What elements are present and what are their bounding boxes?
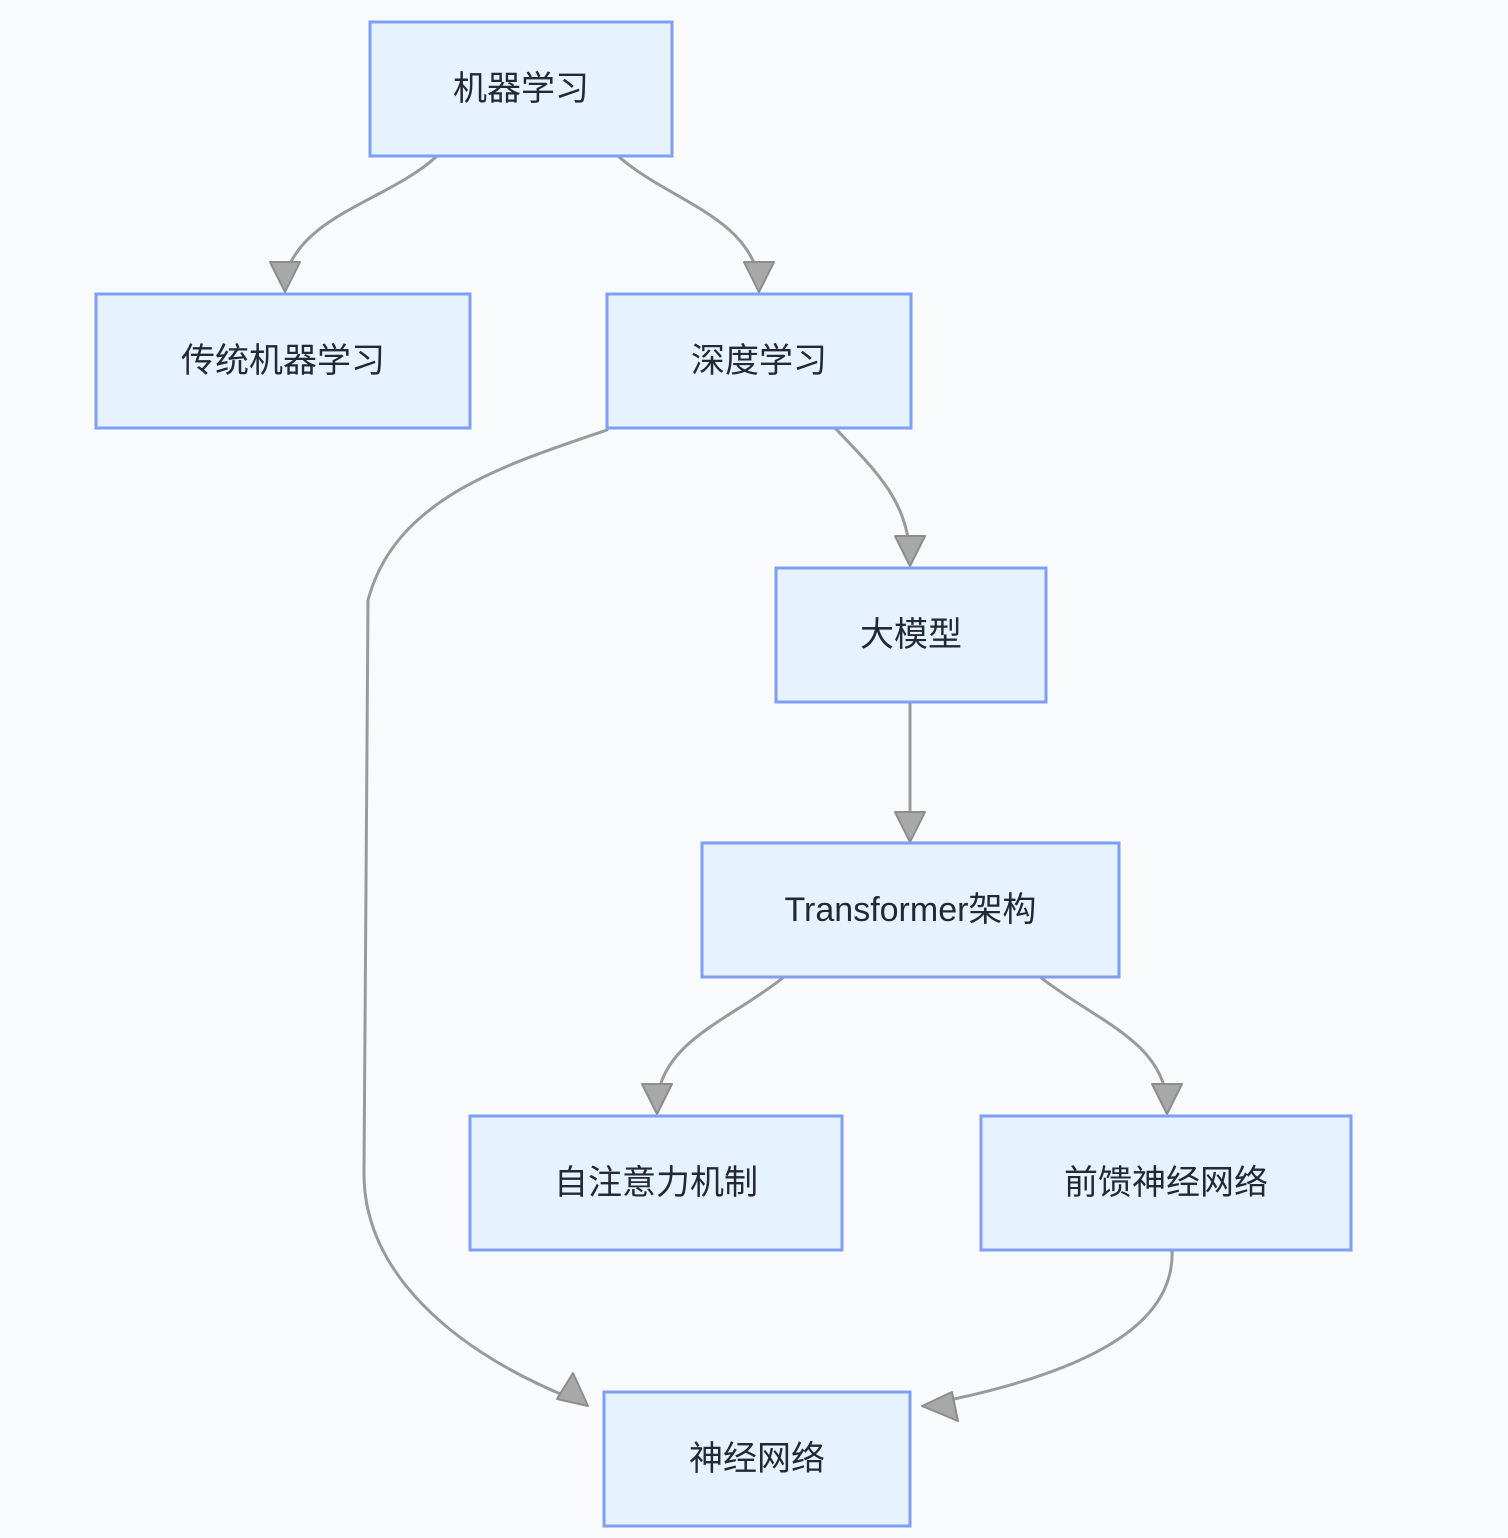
node-traditional-ml[interactable]: 传统机器学习 <box>94 292 472 430</box>
node-box[interactable] <box>774 566 1048 704</box>
edge-line <box>833 426 912 554</box>
edge-feed-forward-to-neural <box>921 1248 1174 1422</box>
node-ml[interactable]: 机器学习 <box>368 20 674 158</box>
edge-transformer-to-self-attention <box>641 975 786 1115</box>
node-box[interactable] <box>602 1390 912 1528</box>
edge-ml-to-traditional <box>269 154 439 293</box>
arrowhead-icon <box>743 261 775 293</box>
node-box[interactable] <box>979 1114 1353 1252</box>
edge-transformer-to-feed-forward <box>1038 975 1183 1115</box>
edge-line <box>1038 975 1169 1102</box>
edge-line <box>283 154 439 280</box>
edge-deep-to-large <box>833 426 926 567</box>
edge-large-to-transformer <box>894 700 926 843</box>
node-large-model[interactable]: 大模型 <box>774 566 1048 704</box>
edge-deep-to-neural <box>362 428 609 1407</box>
arrowhead-icon <box>894 811 926 843</box>
node-box[interactable] <box>468 1114 844 1252</box>
node-feed-forward[interactable]: 前馈神经网络 <box>979 1114 1353 1252</box>
arrowhead-icon <box>894 535 926 567</box>
edge-layer <box>269 154 1183 1422</box>
arrowhead-icon <box>269 261 301 293</box>
edge-line <box>616 154 761 280</box>
node-self-attention[interactable]: 自注意力机制 <box>468 1114 844 1252</box>
node-layer: 机器学习传统机器学习深度学习大模型 Transformer架构自注意力机制前馈神经… <box>94 20 1353 1528</box>
node-box[interactable] <box>368 20 674 158</box>
node-transformer[interactable]: Transformer架构 <box>700 841 1121 979</box>
arrowhead-icon <box>556 1372 589 1407</box>
arrowhead-icon <box>921 1391 959 1422</box>
node-box[interactable] <box>605 292 913 430</box>
edge-ml-to-deep <box>616 154 775 293</box>
arrowhead-icon <box>1151 1083 1183 1115</box>
edge-line <box>933 1248 1174 1405</box>
node-deep-learning[interactable]: 深度学习 <box>605 292 913 430</box>
node-neural-network[interactable]: 神经网络 <box>602 1390 912 1528</box>
edge-line <box>655 975 786 1102</box>
edge-line <box>362 428 609 1402</box>
arrowhead-icon <box>641 1083 673 1115</box>
node-box[interactable] <box>700 841 1121 979</box>
node-box[interactable] <box>94 292 472 430</box>
